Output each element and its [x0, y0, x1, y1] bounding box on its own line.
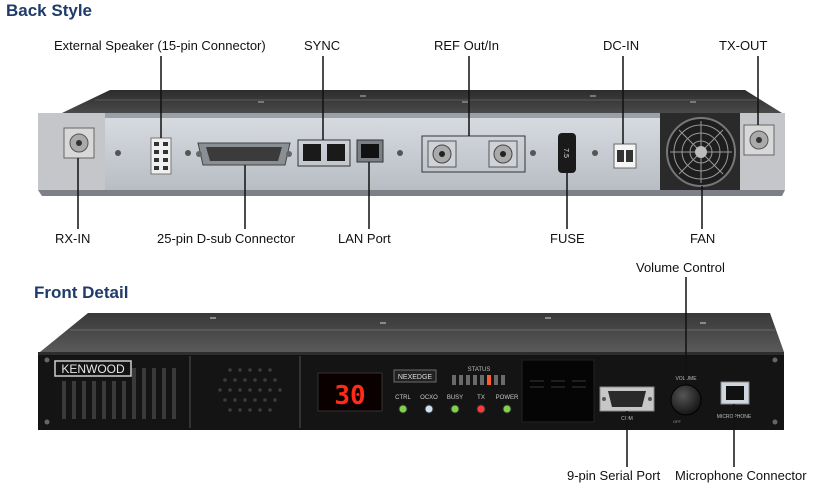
brand-logo: KENWOOD [61, 362, 125, 376]
label-serial-port: 9-pin Serial Port [567, 468, 661, 483]
label-dc-in: DC-IN [603, 38, 640, 53]
nexedge-badge: NEXEDGE [398, 374, 433, 381]
indicator-label-power: POWER [496, 395, 519, 401]
label-sync: SYNC [304, 38, 341, 53]
front-detail-title: Front Detail [34, 283, 129, 302]
label-external-speaker: External Speaker (15-pin Connector) [54, 38, 266, 53]
front-panel-unit [38, 313, 784, 430]
label-tx-out: TX-OUT [719, 38, 768, 53]
front-callout-lines [626, 277, 735, 467]
indicator-group: CTRL OCXO BUSY TX POWER [395, 395, 519, 414]
label-volume-control: Volume Control [636, 260, 725, 275]
indicator-led-busy [450, 404, 460, 414]
indicator-label-ocxo: OCXO [420, 395, 438, 401]
off-label: OFF [673, 419, 682, 424]
back-style-title: Back Style [6, 1, 92, 20]
label-microphone-connector: Microphone Connector [675, 468, 807, 483]
label-fan: FAN [690, 231, 716, 246]
label-rx-in: RX-IN [55, 231, 91, 246]
indicator-label-ctrl: CTRL [395, 395, 411, 401]
indicator-label-busy: BUSY [447, 395, 463, 401]
indicator-led-ocxo [424, 404, 434, 414]
label-lan-port: LAN Port [338, 231, 391, 246]
indicator-led-tx [476, 404, 486, 414]
indicator-led-ctrl [398, 404, 408, 414]
indicator-label-tx: TX [477, 395, 485, 401]
label-fuse: FUSE [550, 231, 585, 246]
fuse-rating: 7.5 [562, 148, 569, 158]
seven-segment-display: 30 [334, 381, 365, 411]
label-dsub25: 25-pin D-sub Connector [157, 231, 296, 246]
back-callout-lines [77, 56, 759, 229]
back-panel-unit: 7.5 [38, 90, 785, 196]
label-ref-out-in: REF Out/In [434, 38, 500, 53]
indicator-led-power [502, 404, 512, 414]
status-label: STATUS [468, 367, 491, 373]
